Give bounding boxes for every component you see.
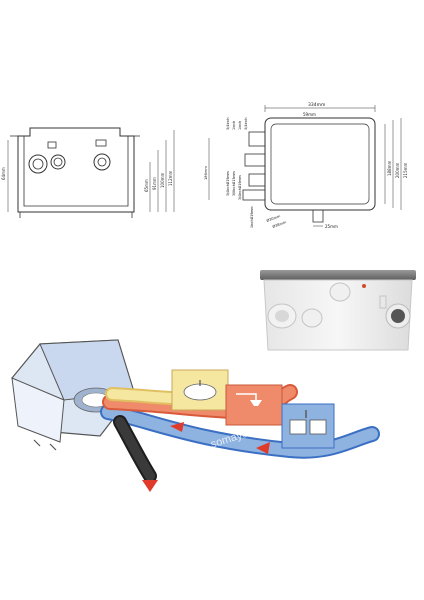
dim-height-inlet: 65mm <box>144 179 149 192</box>
dim-spacing: 25mm <box>325 224 338 229</box>
dim-height-low: 91mm <box>152 177 157 190</box>
dim-height-outer: 215mm <box>403 162 408 178</box>
dim-height-mid: 100mm <box>160 172 165 188</box>
shower-icon <box>250 400 262 406</box>
product-body <box>263 279 413 351</box>
dim-pipe-2: Ø38mm <box>272 219 288 229</box>
dim-thread-8: 3/4inchØ19mm <box>237 175 242 200</box>
kitchen-sink-icon <box>289 419 307 435</box>
product-photo <box>252 262 424 362</box>
installation-diagram: somaystore <box>0 330 424 500</box>
dim-left-height: 186mm <box>204 166 208 180</box>
dim-thread-6: 1inchØ19mm <box>249 207 254 228</box>
dim-inner-width: 59mm <box>303 112 316 117</box>
washbasin-icon <box>183 383 217 401</box>
dim-length: 334mm <box>308 102 325 108</box>
dim-thread-2: 1inch <box>232 121 236 130</box>
dim-height-inner: 200mm <box>395 162 400 178</box>
kitchen-pipe <box>102 406 378 457</box>
drain-arrow-icon <box>142 480 158 492</box>
dim-thread-3: 1inch <box>238 121 242 130</box>
front-view-drawing: 64mm 65mm 91mm 100mm 112mm <box>0 100 200 240</box>
product-lid <box>260 270 416 280</box>
top-view-drawing: 334mm 59mm 188mm 200mm 215mm 186mm 3/4in… <box>195 88 424 236</box>
dim-thread-7: 3/8inchØ13mm <box>231 171 236 196</box>
dim-height-total: 112mm <box>168 170 173 186</box>
drain-pipe <box>115 417 155 481</box>
dim-height-left: 64mm <box>1 167 6 180</box>
dim-thread-1: 3/4inch <box>226 117 230 130</box>
dim-thread-5: 3/4inchØ19mm <box>225 171 230 196</box>
dim-thread-4: 3/4inch <box>244 117 248 130</box>
dim-height-body: 188mm <box>387 160 392 176</box>
dim-pipe-1: Ø30mm <box>266 213 282 223</box>
